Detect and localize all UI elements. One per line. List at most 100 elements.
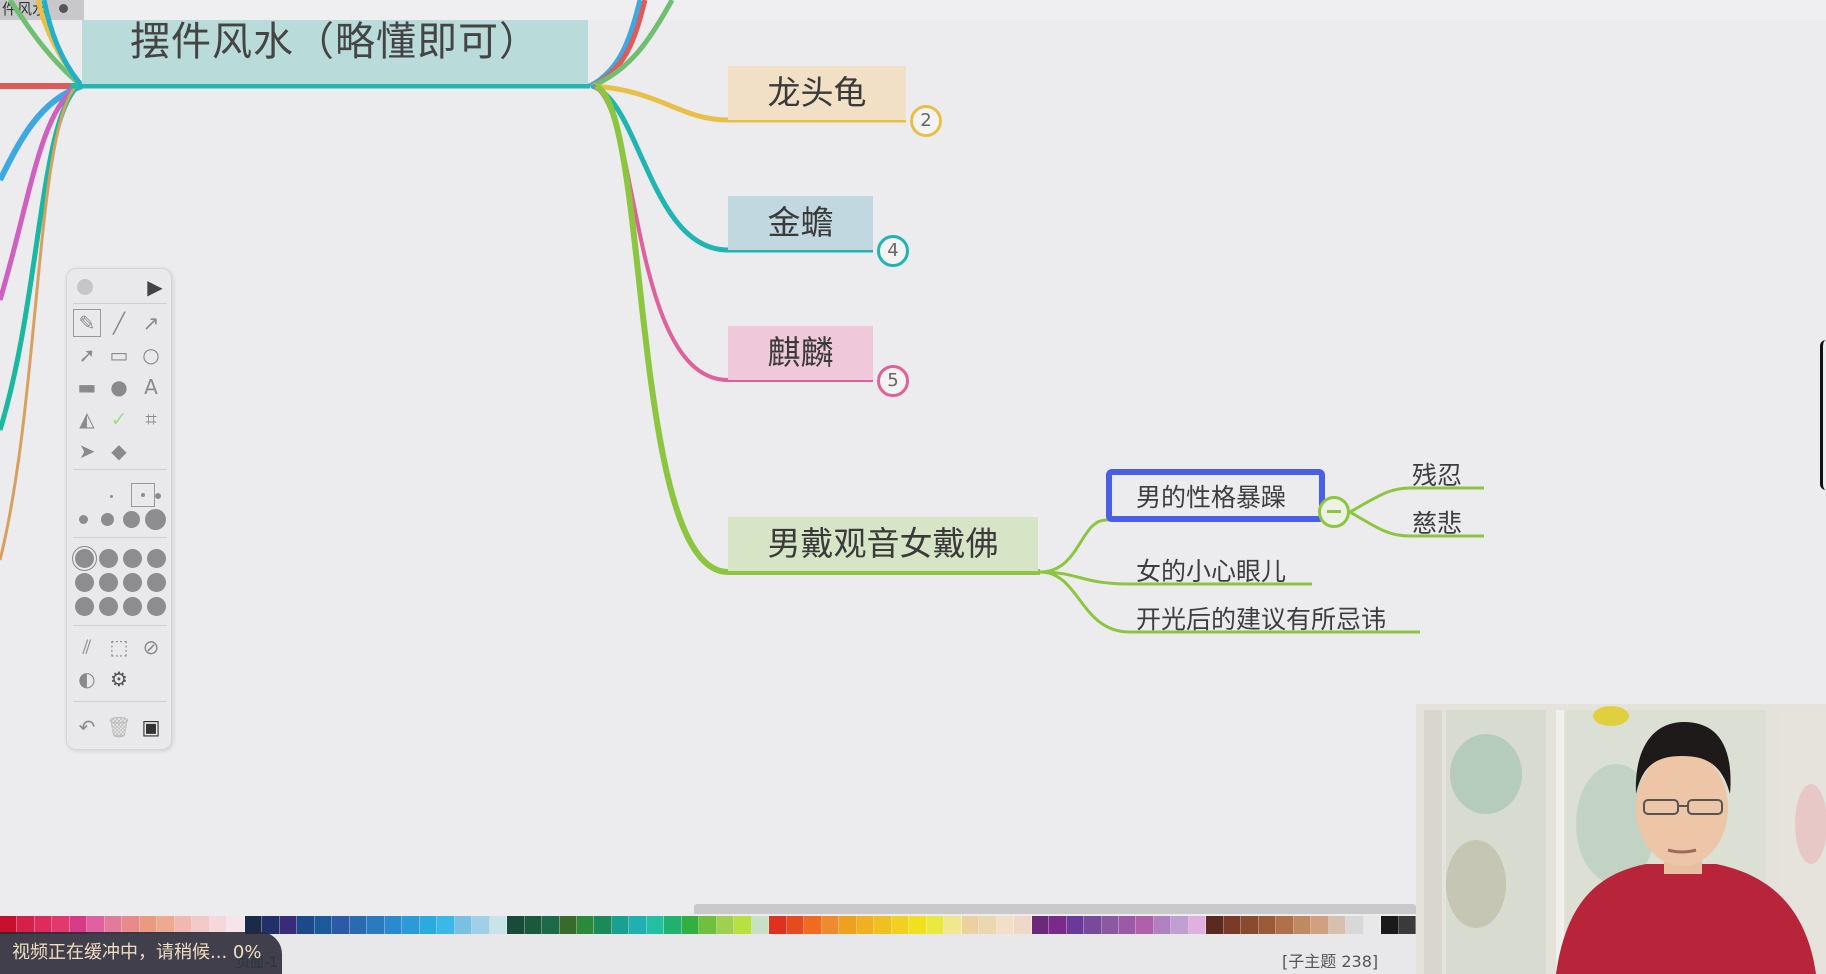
color-option[interactable] — [75, 597, 94, 616]
color-swatch[interactable] — [1328, 916, 1347, 934]
color-swatch[interactable] — [576, 916, 595, 934]
color-swatch[interactable] — [716, 916, 735, 934]
color-swatch[interactable] — [944, 916, 962, 934]
color-option[interactable] — [123, 549, 142, 568]
color-swatch[interactable] — [524, 916, 543, 934]
color-swatch[interactable] — [926, 916, 945, 934]
topic-dragon-turtle[interactable]: 龙头龟 — [728, 66, 906, 120]
color-swatch[interactable] — [1049, 916, 1067, 934]
color-swatch[interactable] — [174, 916, 193, 934]
color-swatch[interactable] — [349, 916, 368, 934]
subtopic-count-badge[interactable]: 5 — [877, 365, 909, 397]
color-swatch[interactable] — [769, 916, 787, 934]
color-swatch[interactable] — [1398, 916, 1417, 934]
color-swatch[interactable] — [139, 916, 158, 934]
color-option[interactable] — [147, 573, 166, 592]
color-swatch[interactable] — [34, 916, 53, 934]
color-swatch[interactable] — [1258, 916, 1277, 934]
color-swatch[interactable] — [402, 916, 420, 934]
text-icon[interactable]: A — [144, 375, 158, 399]
size-option-selected[interactable] — [131, 483, 155, 507]
color-swatch[interactable] — [454, 916, 473, 934]
color-option[interactable] — [147, 549, 166, 568]
color-swatch[interactable] — [681, 916, 700, 934]
pointer-icon[interactable]: ➤ — [78, 439, 96, 463]
size-option[interactable] — [101, 513, 114, 526]
topic-qilin[interactable]: 麒麟 — [728, 326, 873, 380]
color-option[interactable] — [75, 573, 94, 592]
color-swatch[interactable] — [244, 916, 263, 934]
color-swatch[interactable] — [891, 916, 910, 934]
subtopic-count-badge[interactable]: 4 — [877, 235, 909, 267]
color-swatch[interactable] — [979, 916, 997, 934]
color-swatch[interactable] — [1188, 916, 1207, 934]
filled-ellipse-icon[interactable]: ● — [110, 375, 128, 399]
color-option[interactable] — [99, 549, 118, 568]
color-swatch[interactable] — [542, 916, 560, 934]
color-swatch[interactable] — [664, 916, 682, 934]
color-swatch[interactable] — [1346, 916, 1364, 934]
color-swatch[interactable] — [384, 916, 403, 934]
save-folder-icon[interactable]: ▣ — [141, 715, 161, 739]
color-swatch[interactable] — [1381, 916, 1399, 934]
color-swatch[interactable] — [839, 916, 857, 934]
highlight-arrow-icon[interactable]: ➚ — [78, 343, 96, 367]
color-swatch[interactable] — [1293, 916, 1312, 934]
subtopic-count-badge[interactable]: 2 — [910, 105, 942, 137]
color-swatch[interactable] — [507, 916, 525, 934]
color-swatch[interactable] — [874, 916, 892, 934]
color-swatch[interactable] — [751, 916, 770, 934]
color-swatch[interactable] — [1276, 916, 1294, 934]
color-option[interactable] — [147, 597, 166, 616]
size-option[interactable] — [123, 511, 140, 528]
checkmark-icon[interactable]: ✓ — [110, 407, 128, 431]
size-option[interactable] — [155, 493, 161, 499]
color-swatch[interactable] — [314, 916, 333, 934]
color-swatch[interactable] — [1363, 916, 1382, 934]
color-swatch[interactable] — [1066, 916, 1085, 934]
shape-stamp-icon[interactable]: ◭ — [79, 407, 95, 431]
subtopic-temper[interactable]: 男的性格暴躁 — [1136, 483, 1287, 512]
filled-rectangle-icon[interactable]: ▬ — [77, 375, 97, 399]
undo-icon[interactable]: ↶ — [78, 715, 96, 739]
color-swatch[interactable] — [1014, 916, 1032, 934]
color-swatch[interactable] — [734, 916, 752, 934]
color-option[interactable] — [99, 597, 118, 616]
select-region-icon[interactable]: ⬚ — [109, 635, 129, 659]
color-swatch[interactable] — [472, 916, 490, 934]
color-swatch[interactable] — [1171, 916, 1189, 934]
crop-icon[interactable]: ⌗ — [145, 407, 157, 431]
color-swatch[interactable] — [786, 916, 805, 934]
ellipse-icon[interactable]: ○ — [142, 343, 160, 367]
color-swatch[interactable] — [821, 916, 840, 934]
color-swatch[interactable] — [629, 916, 647, 934]
color-swatch[interactable] — [1153, 916, 1172, 934]
pen-icon[interactable]: ✎ — [73, 309, 101, 337]
blur-icon[interactable]: ⊘ — [142, 635, 160, 659]
color-swatch[interactable] — [0, 916, 18, 934]
color-swatch[interactable] — [1311, 916, 1329, 934]
color-swatch[interactable] — [52, 916, 70, 934]
subtopic-consecration[interactable]: 开光后的建议有所忌讳 — [1136, 605, 1387, 634]
central-topic[interactable]: 摆件风水（略懂即可） — [82, 20, 588, 84]
color-option[interactable] — [123, 597, 142, 616]
play-icon[interactable]: ▶ — [147, 275, 163, 299]
color-swatch[interactable] — [961, 916, 980, 934]
color-swatch[interactable] — [157, 916, 175, 934]
subtopic-petty[interactable]: 女的小心眼儿 — [1136, 557, 1287, 586]
color-swatch[interactable] — [646, 916, 665, 934]
color-swatch[interactable] — [699, 916, 717, 934]
color-swatch[interactable] — [856, 916, 875, 934]
topic-guanyin-buddha[interactable]: 男戴观音女戴佛 — [728, 517, 1038, 571]
color-swatch[interactable] — [611, 916, 630, 934]
color-swatch[interactable] — [192, 916, 210, 934]
size-option[interactable] — [79, 515, 88, 524]
color-swatch[interactable] — [996, 916, 1015, 934]
color-swatch[interactable] — [17, 916, 35, 934]
color-swatch[interactable] — [297, 916, 315, 934]
line-icon[interactable]: ╱ — [112, 311, 126, 335]
color-option-selected[interactable] — [72, 546, 97, 571]
color-swatch[interactable] — [1206, 916, 1224, 934]
subtopic-cruel[interactable]: 残忍 — [1412, 461, 1463, 490]
